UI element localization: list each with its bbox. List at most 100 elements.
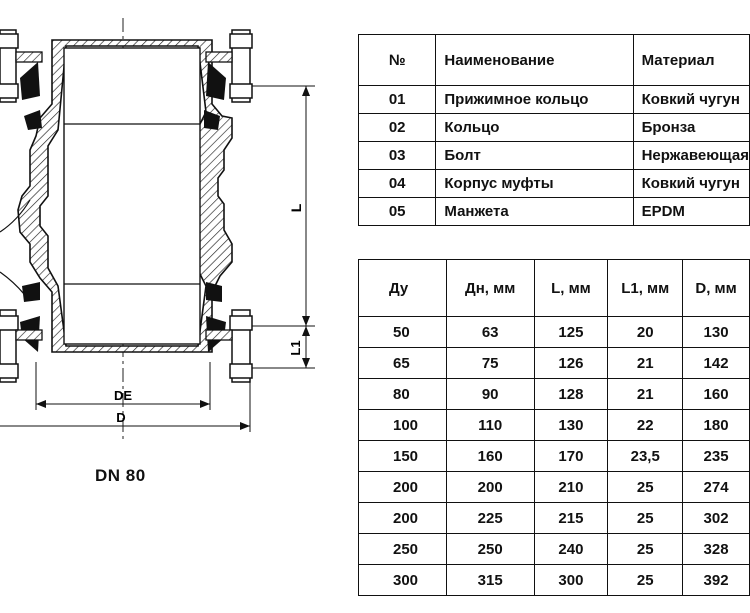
dims-header-l: L, мм (533, 259, 609, 317)
cell-du: 80 (358, 378, 447, 410)
dims-header-dn: Дн, мм (445, 259, 535, 317)
part-material: EPDM (632, 197, 750, 226)
table-row: 100 110 130 22 180 (358, 409, 750, 441)
clamp-ring-top (15, 51, 43, 63)
pipe-bore (63, 47, 201, 345)
table-row: 03 Болт Нержавеющая (357, 141, 750, 170)
table-row: 200 225 215 25 302 (358, 502, 750, 534)
table-row: 05 Манжета EPDM (357, 197, 750, 226)
cell-l: 300 (533, 564, 609, 596)
cell-du: 300 (358, 564, 447, 596)
cell-l1: 21 (607, 378, 684, 410)
cell-dn: 250 (445, 533, 535, 565)
part-no: 03 (357, 141, 437, 170)
parts-table: № Наименование Материал 01 Прижимное кол… (357, 34, 750, 226)
dims-header-row: Ду Дн, мм L, мм L1, мм D, мм (358, 259, 750, 317)
table-row: 01 Прижимное кольцо Ковкий чугун (357, 85, 750, 114)
bolt-top-right (229, 29, 253, 103)
cell-l1: 25 (607, 471, 684, 503)
dimension-de-label: DE (114, 388, 132, 403)
clamp-ring-bottom-right (205, 329, 233, 341)
coupling-drawing: L L1 DE D (0, 18, 315, 440)
cell-l: 130 (533, 409, 609, 441)
dimension-de (35, 362, 211, 410)
dimension-d-label: D (116, 410, 125, 425)
cell-dn: 225 (445, 502, 535, 534)
part-no: 05 (357, 197, 437, 226)
part-no: 04 (357, 169, 437, 198)
clamp-ring-top-right (205, 51, 233, 63)
part-no: 02 (357, 113, 437, 142)
cell-l1: 25 (607, 533, 684, 565)
cell-du: 250 (358, 533, 447, 565)
cell-dn: 160 (445, 440, 535, 472)
part-name: Кольцо (435, 113, 634, 142)
cell-l: 126 (533, 347, 609, 379)
clamp-ring-bottom (15, 329, 43, 341)
cell-du: 150 (358, 440, 447, 472)
cell-d: 274 (682, 471, 750, 503)
cell-d: 130 (682, 316, 750, 348)
cell-du: 65 (358, 347, 447, 379)
cell-l1: 21 (607, 347, 684, 379)
cell-dn: 200 (445, 471, 535, 503)
cell-d: 180 (682, 409, 750, 441)
cell-dn: 75 (445, 347, 535, 379)
cell-l: 215 (533, 502, 609, 534)
cell-l: 125 (533, 316, 609, 348)
table-row: 65 75 126 21 142 (358, 347, 750, 379)
table-row: 80 90 128 21 160 (358, 378, 750, 410)
cell-du: 200 (358, 471, 447, 503)
cell-du: 50 (358, 316, 447, 348)
cell-d: 328 (682, 533, 750, 565)
table-row: 300 315 300 25 392 (358, 564, 750, 596)
cell-dn: 63 (445, 316, 535, 348)
bolt-bottom-right (229, 309, 253, 383)
cell-dn: 315 (445, 564, 535, 596)
parts-header-row: № Наименование Материал (357, 34, 750, 86)
dimension-l1-label: L1 (288, 340, 303, 355)
part-name: Корпус муфты (435, 169, 634, 198)
dimension-l1 (252, 325, 315, 369)
part-name: Манжета (435, 197, 634, 226)
table-row: 50 63 125 20 130 (358, 316, 750, 348)
bolt-top-left (0, 29, 19, 103)
table-row: 150 160 170 23,5 235 (358, 440, 750, 472)
cell-l: 128 (533, 378, 609, 410)
dimension-d (0, 380, 251, 432)
dims-header-l1: L1, мм (607, 259, 684, 317)
part-name: Прижимное кольцо (435, 85, 634, 114)
part-material: Ковкий чугун (632, 85, 750, 114)
cell-l1: 25 (607, 502, 684, 534)
part-material: Бронза (632, 113, 750, 142)
part-name: Болт (435, 141, 634, 170)
cell-l1: 20 (607, 316, 684, 348)
cell-d: 160 (682, 378, 750, 410)
cell-dn: 90 (445, 378, 535, 410)
part-no: 01 (357, 85, 437, 114)
table-row: 04 Корпус муфты Ковкий чугун (357, 169, 750, 198)
dimension-l (252, 85, 315, 327)
cell-l1: 23,5 (607, 440, 684, 472)
parts-header-material: Материал (632, 34, 750, 86)
cell-du: 100 (358, 409, 447, 441)
table-row: 250 250 240 25 328 (358, 533, 750, 565)
table-row: 200 200 210 25 274 (358, 471, 750, 503)
dimension-l-label: L (288, 203, 304, 212)
cell-l: 210 (533, 471, 609, 503)
drawing-caption: DN 80 (95, 466, 146, 485)
dims-header-du: Ду (358, 259, 447, 317)
cell-d: 142 (682, 347, 750, 379)
cell-d: 392 (682, 564, 750, 596)
cell-dn: 110 (445, 409, 535, 441)
cell-l: 170 (533, 440, 609, 472)
cell-d: 235 (682, 440, 750, 472)
cell-du: 200 (358, 502, 447, 534)
cell-l: 240 (533, 533, 609, 565)
cell-d: 302 (682, 502, 750, 534)
part-material: Ковкий чугун (632, 169, 750, 198)
bolt-bottom-left (0, 309, 19, 383)
dims-header-d: D, мм (682, 259, 750, 317)
parts-header-no: № (357, 34, 437, 86)
table-row: 02 Кольцо Бронза (357, 113, 750, 142)
